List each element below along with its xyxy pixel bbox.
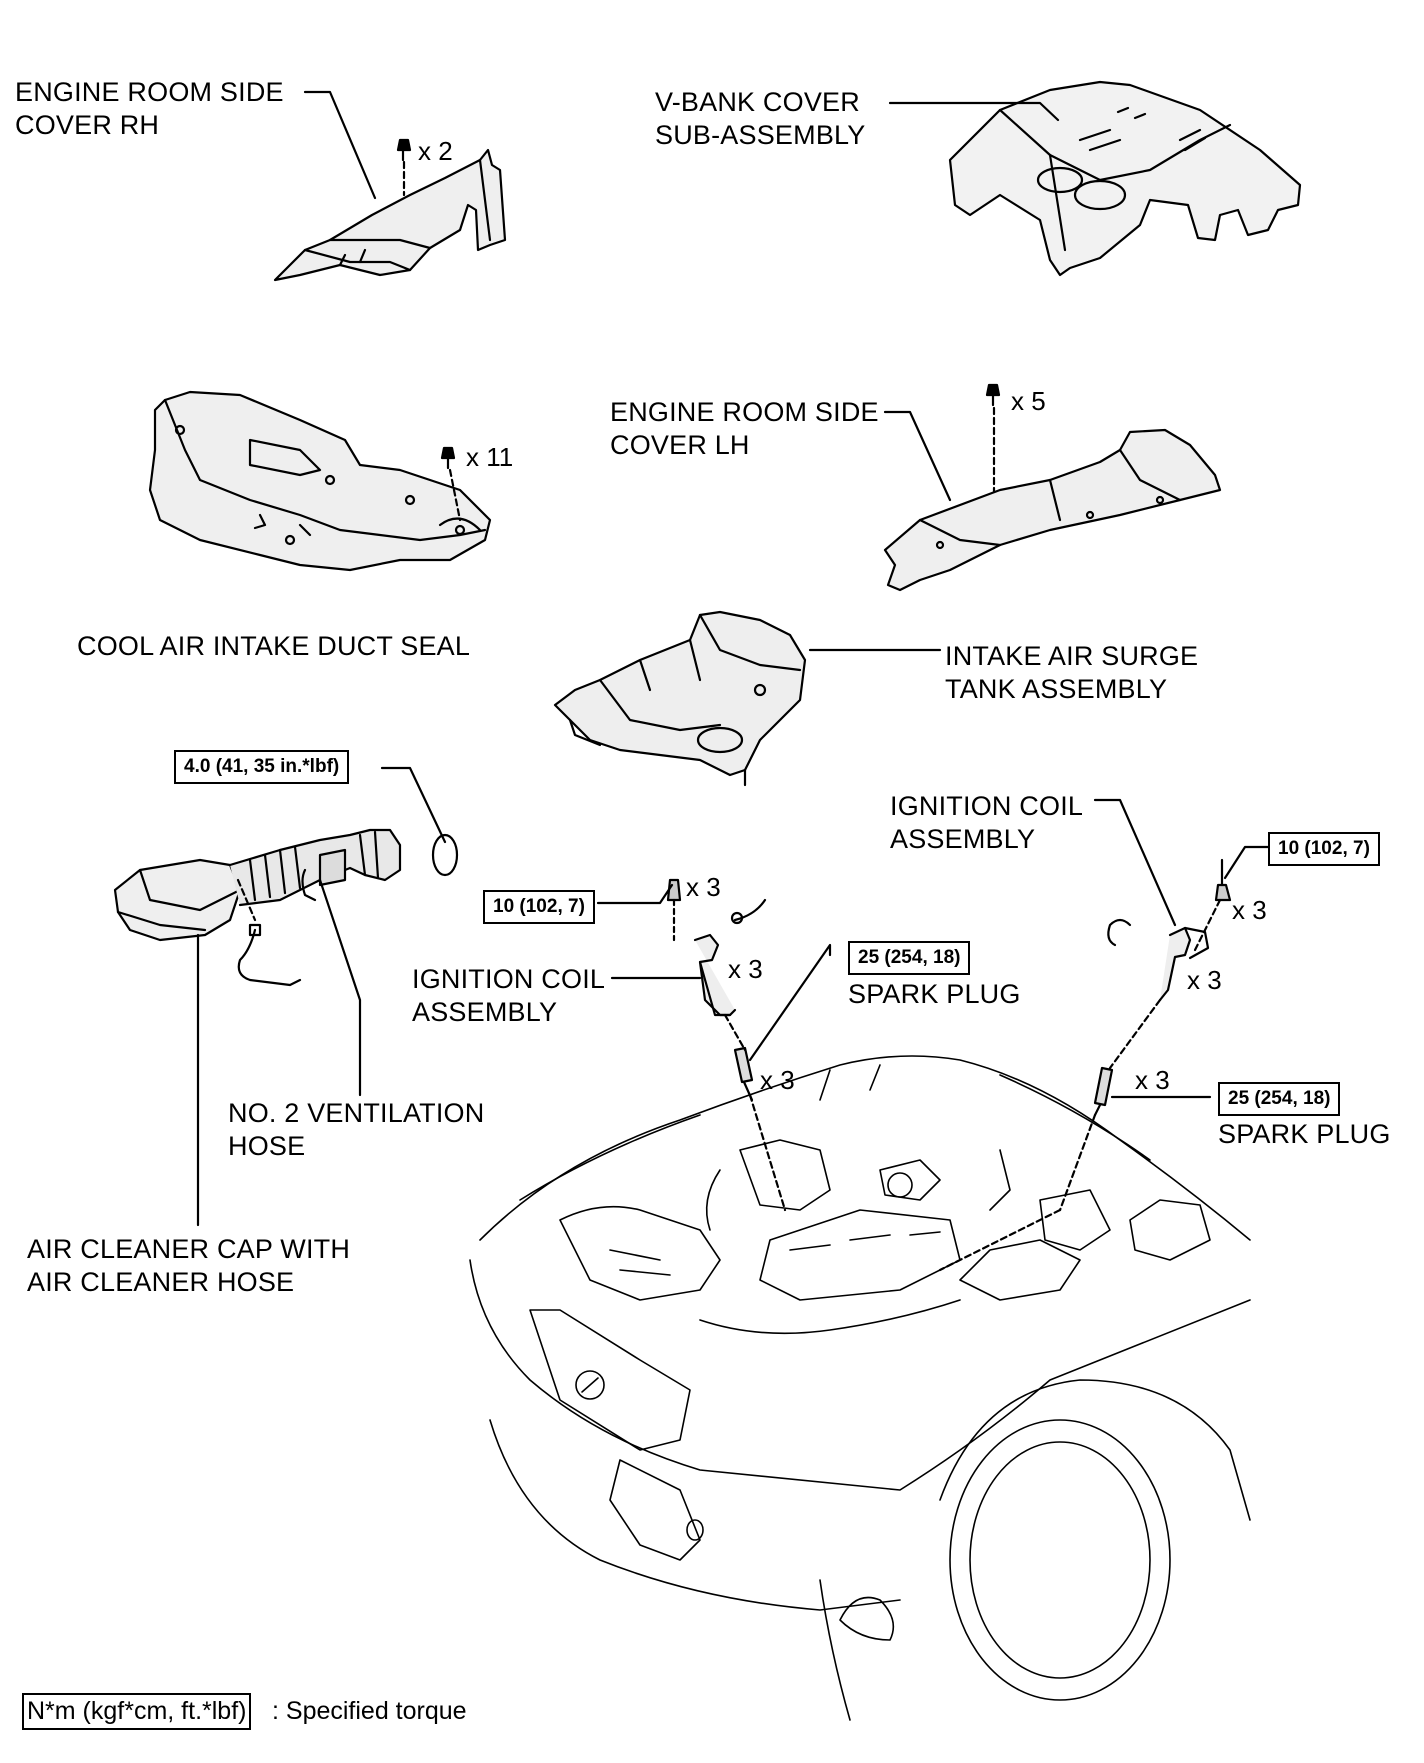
- label-line: IGNITION COIL: [412, 964, 606, 994]
- qty-left-coils: x 3: [728, 954, 763, 984]
- air-cleaner-wire: [237, 923, 302, 987]
- label-engine-room-side-cover-rh: ENGINE ROOM SIDE COVER RH: [15, 76, 284, 142]
- v-bank-cover-part: [948, 80, 1302, 277]
- label-engine-room-side-cover-lh: ENGINE ROOM SIDE COVER LH: [610, 396, 879, 462]
- legend-unit-box: N*m (kgf*cm, ft.*lbf): [22, 1693, 252, 1730]
- ignition-coil-right-part: [1107, 858, 1232, 1002]
- engine-room-side-cover-rh-part: [273, 148, 507, 282]
- intake-air-surge-tank-part: [553, 610, 807, 787]
- qty-rh-cover-clips: x 2: [418, 136, 453, 166]
- leader-rh: [303, 90, 377, 200]
- label-spark-plug-left: SPARK PLUG: [848, 979, 1021, 1009]
- label-line: IGNITION COIL: [890, 791, 1084, 821]
- cool-air-intake-duct-seal-part: [148, 390, 492, 572]
- torque-air-cleaner-clamp: 4.0 (41, 35 in.*lbf): [174, 750, 350, 784]
- ignition-coil-left-part: [666, 878, 767, 1017]
- torque-left-spark-plug: 25 (254, 18): [848, 941, 971, 975]
- qty-left-plugs: x 3: [760, 1065, 795, 1095]
- label-line: AIR CLEANER HOSE: [27, 1267, 295, 1297]
- clip-lh: [985, 383, 1001, 494]
- leader-right-bolt: [1223, 845, 1270, 880]
- label-line: COVER LH: [610, 430, 750, 460]
- label-line: V-BANK COVER: [655, 87, 860, 117]
- label-ignition-coil-left: IGNITION COIL ASSEMBLY: [412, 963, 605, 1029]
- torque-right-spark-plug: 25 (254, 18): [1218, 1082, 1341, 1116]
- leader-clamp-torque: [380, 766, 447, 844]
- leader-vbank: [888, 101, 1060, 122]
- qty-duct-seal-clips: x 11: [466, 442, 514, 472]
- label-intake-air-surge-tank: INTAKE AIR SURGE TANK ASSEMBLY: [945, 640, 1198, 706]
- label-line: TANK ASSEMBLY: [945, 674, 1168, 704]
- label-line: NO. 2 VENTILATION: [228, 1098, 485, 1128]
- ventilation-hose-part: [301, 868, 317, 902]
- qty-right-plugs: x 3: [1135, 1065, 1170, 1095]
- air-cleaner-hose-part: [228, 828, 459, 907]
- vehicle-front-outline: [469, 1055, 1251, 1721]
- label-no2-ventilation-hose: NO. 2 VENTILATION HOSE: [228, 1097, 484, 1163]
- label-cool-air-intake-duct-seal: COOL AIR INTAKE DUCT SEAL: [77, 631, 471, 661]
- qty-left-bolts: x 3: [686, 872, 721, 902]
- label-v-bank-cover: V-BANK COVER SUB-ASSEMBLY: [655, 86, 865, 152]
- qty-right-bolts: x 3: [1232, 895, 1267, 925]
- engine-room-side-cover-lh-part: [883, 428, 1222, 592]
- legend-description: : Specified torque: [272, 1697, 467, 1725]
- leader-left-plug: [748, 943, 832, 1062]
- label-line: ENGINE ROOM SIDE: [610, 397, 879, 427]
- label-line: SUB-ASSEMBLY: [655, 120, 866, 150]
- label-spark-plug-right: SPARK PLUG: [1218, 1119, 1391, 1149]
- leader-ventilation-hose: [318, 878, 362, 1097]
- label-line: ENGINE ROOM SIDE: [15, 77, 284, 107]
- label-line: ASSEMBLY: [890, 824, 1036, 854]
- label-line: COVER RH: [15, 110, 160, 140]
- leader-right-coil: [1093, 798, 1177, 927]
- leader-left-bolt: [596, 883, 674, 905]
- air-cleaner-cap-part: [113, 858, 242, 942]
- label-line: HOSE: [228, 1131, 306, 1161]
- clip-rh: [396, 138, 412, 197]
- leader-lh: [883, 410, 952, 502]
- label-ignition-coil-right: IGNITION COIL ASSEMBLY: [890, 790, 1083, 856]
- torque-right-coil-bolt: 10 (102, 7): [1268, 832, 1380, 866]
- label-line: ASSEMBLY: [412, 997, 558, 1027]
- label-line: AIR CLEANER CAP WITH: [27, 1234, 351, 1264]
- label-line: INTAKE AIR SURGE: [945, 641, 1199, 671]
- spark-plug-right-part: [1093, 1066, 1114, 1117]
- clip-duct-seal: [440, 446, 462, 522]
- qty-lh-cover-clips: x 5: [1011, 386, 1046, 416]
- torque-left-coil-bolt: 10 (102, 7): [483, 890, 595, 924]
- qty-right-coils: x 3: [1187, 965, 1222, 995]
- spark-plug-left-part: [733, 1046, 754, 1102]
- label-air-cleaner-cap: AIR CLEANER CAP WITH AIR CLEANER HOSE: [27, 1233, 350, 1299]
